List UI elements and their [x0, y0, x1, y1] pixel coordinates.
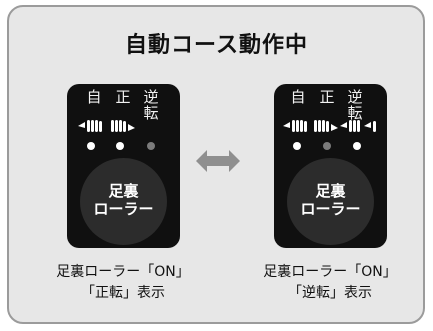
- led-auto: [293, 142, 301, 150]
- double-arrow-icon: [196, 150, 240, 172]
- control-panel-forward: 自 正 逆 転 足裏 ローラー: [67, 84, 180, 248]
- reverse-label: 逆 転: [143, 88, 159, 122]
- page-title: 自動コース動作中: [125, 33, 308, 58]
- fist-icon: [111, 120, 135, 132]
- foot-roller-button[interactable]: 足裏 ローラー: [80, 158, 167, 245]
- control-panel-reverse: 自 正 逆 転 足裏 ローラー: [274, 84, 387, 248]
- auto-label: 自: [86, 88, 102, 106]
- led-forward: [323, 142, 331, 150]
- fist-icon: [283, 120, 307, 132]
- led-reverse: [353, 142, 361, 150]
- reverse-label: 逆 転: [347, 88, 363, 122]
- caption-forward: 足裏ローラー「ON」 「正転」表示: [56, 264, 190, 301]
- fist-icon: [314, 120, 338, 132]
- foot-roller-button[interactable]: 足裏 ローラー: [287, 158, 374, 245]
- fist-icon: [340, 120, 376, 132]
- fist-icon: [78, 120, 102, 132]
- forward-label: 正: [115, 88, 131, 106]
- led-reverse: [147, 142, 155, 150]
- led-forward: [116, 142, 124, 150]
- forward-label: 正: [319, 88, 335, 106]
- led-auto: [87, 142, 95, 150]
- caption-reverse: 足裏ローラー「ON」 「逆転」表示: [263, 264, 397, 301]
- auto-label: 自: [290, 88, 306, 106]
